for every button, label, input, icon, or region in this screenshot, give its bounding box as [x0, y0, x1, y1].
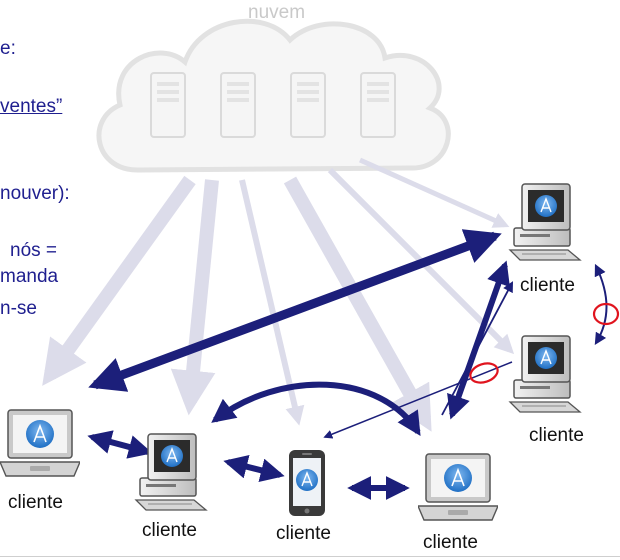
peer-arrow [223, 455, 285, 482]
cloud-arrow [42, 175, 196, 386]
desktop-icon [135, 433, 207, 511]
cloud-arrow [170, 179, 219, 416]
bullet-fragment: nouver): [0, 183, 70, 204]
cloud-to-client-arrows [42, 157, 515, 432]
bottom-divider [0, 556, 620, 557]
server-icon [220, 72, 256, 138]
client-label-phone: cliente [276, 523, 331, 544]
bullet-fragment: n-se [0, 298, 37, 319]
bullet-fragment: e: [0, 38, 16, 59]
peer-arrow [447, 260, 510, 420]
client-label-laptop-right: cliente [423, 532, 478, 553]
smartphone-icon [288, 449, 326, 517]
cloud-arrow [358, 157, 510, 228]
bullet-fragment-link[interactable]: ventes” [0, 96, 63, 117]
laptop-icon [418, 453, 498, 521]
peer-arrow [87, 430, 153, 459]
laptop-icon [0, 409, 80, 477]
peer-arrow [323, 361, 513, 439]
cloud-arrow [239, 179, 305, 426]
peer-arrow [88, 229, 502, 392]
client-label-desktop-top-right: cliente [520, 275, 575, 296]
server-icon [290, 72, 326, 138]
desktop-icon [509, 335, 581, 413]
server-icon [360, 72, 396, 138]
cloud-label: nuvem [248, 2, 306, 23]
client-label-laptop-left: cliente [8, 492, 63, 513]
client-label-desktop-right: cliente [529, 425, 584, 446]
client-label-desktop-mid: cliente [142, 520, 197, 541]
red-markers [469, 302, 620, 384]
bullet-fragment: nós = [10, 240, 58, 261]
peer-arrows [87, 229, 608, 500]
peer-arrow [441, 281, 514, 416]
bullet-fragment: manda [0, 266, 59, 287]
peer-arrow [211, 381, 421, 437]
peer-arrow [594, 263, 608, 346]
desktop-icon [509, 183, 581, 261]
server-icon [150, 72, 186, 138]
red-circle-marker [592, 302, 620, 326]
red-circle-marker [469, 362, 499, 384]
